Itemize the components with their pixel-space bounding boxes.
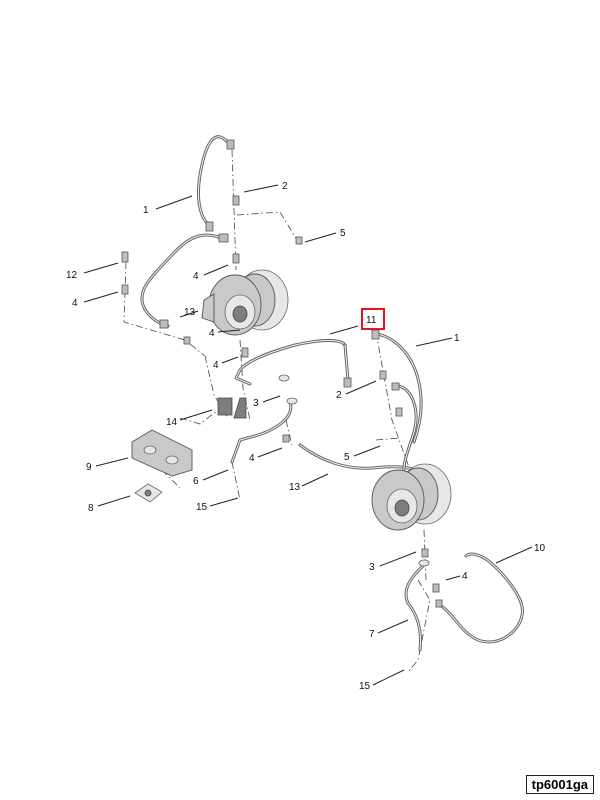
callout-4-right-mid: 4 <box>249 453 255 464</box>
drawing-id-label: tp6001ga <box>525 775 594 794</box>
drain-tube-right <box>404 548 430 652</box>
oil-feed-line-upper <box>196 135 235 232</box>
callout-2-right: 2 <box>336 390 342 401</box>
callout-4-lower-right: 4 <box>462 571 468 582</box>
callout-13-lower: 13 <box>289 482 301 493</box>
oil-drain-line-upper <box>234 339 352 388</box>
drain-tube-left <box>230 374 298 464</box>
callout-14: 14 <box>166 417 178 428</box>
callout-7: 7 <box>369 629 375 640</box>
callout-3-lower: 3 <box>369 562 375 573</box>
callout-10: 10 <box>534 543 546 554</box>
oil-feed-line-right <box>371 329 423 444</box>
callout-2-upper: 2 <box>282 181 288 192</box>
callout-labels: 1 2 5 12 4 4 13 4 4 3 14 9 6 4 13 15 8 1… <box>66 181 546 692</box>
callout-4-lower: 4 <box>213 360 219 371</box>
callout-13-upper: 13 <box>184 307 196 318</box>
callout-3-upper: 3 <box>253 398 259 409</box>
oil-line-10 <box>432 552 524 644</box>
oil-return-line-upper <box>140 233 229 329</box>
callout-9: 9 <box>86 462 92 473</box>
turbocharger-upper <box>201 269 289 336</box>
clamp-bracket <box>217 397 247 419</box>
callout-15-upper: 15 <box>196 502 208 513</box>
callout-1-upper: 1 <box>143 205 149 216</box>
callout-5-upper: 5 <box>340 228 346 239</box>
oil-line-13-lower <box>298 443 418 472</box>
oil-return-line-right <box>379 370 418 472</box>
alignment-lines <box>123 149 431 673</box>
fittings-upper <box>121 195 303 443</box>
callout-5-right: 5 <box>344 452 350 463</box>
callout-12: 12 <box>66 270 78 281</box>
callout-4-left: 4 <box>72 298 78 309</box>
gasket-lower-left <box>134 483 163 503</box>
callout-4-top: 4 <box>193 271 199 282</box>
callout-6: 6 <box>193 476 199 487</box>
callout-15-lower: 15 <box>359 681 371 692</box>
callout-1-right: 1 <box>454 333 460 344</box>
bracket-lower-left <box>131 429 193 477</box>
callout-leaders <box>83 184 533 686</box>
callout-11-highlighted: 11 <box>361 308 385 330</box>
callout-4-mid: 4 <box>209 328 215 339</box>
callout-8: 8 <box>88 503 94 514</box>
turbocharger-lower <box>371 463 452 531</box>
callout-11: 11 <box>366 315 377 326</box>
